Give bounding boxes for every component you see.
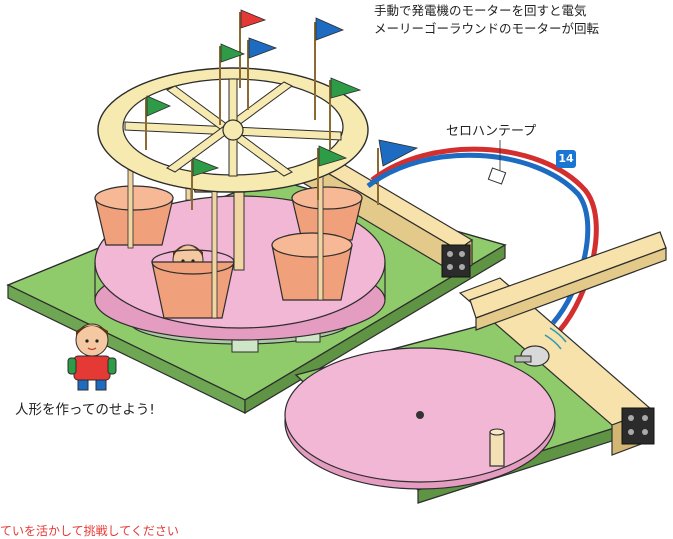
instruction-line-2: メーリーゴーラウンドのモーターが回転 (374, 21, 600, 36)
flags (145, 9, 419, 210)
right-connector-block-icon (621, 407, 655, 445)
footer-note: ていを活かして挑戦してください (0, 524, 179, 538)
flag-icon (314, 17, 345, 120)
flag-icon (329, 77, 362, 150)
hand-crank-disc (284, 347, 556, 490)
cup-right (271, 232, 353, 301)
cup-back-right (291, 186, 363, 241)
flag-icon (247, 37, 278, 110)
tape-piece (487, 167, 507, 185)
instruction-line-1: 手動で発電機のモーターを回すと電気 (374, 3, 587, 18)
cup-left (94, 185, 174, 246)
flag-icon (191, 157, 220, 210)
top-wheel (97, 67, 369, 193)
doll-icon (67, 323, 117, 391)
flag-icon (145, 95, 172, 150)
tape-label: セロハンテープ (446, 124, 537, 139)
left-connector-block-icon (441, 244, 471, 278)
flag-icon (239, 9, 267, 88)
flag-icon (317, 145, 348, 200)
crank-handle (489, 431, 505, 467)
cross-wood-beam (469, 231, 667, 331)
generator-motor (514, 327, 567, 367)
flag-icon (219, 43, 246, 125)
instruction-note: 手動で発電機のモーターを回すと電気 メーリーゴーラウンドのモーターが回転 (374, 2, 599, 38)
doll-caption: 人形を作ってのせよう! (15, 402, 155, 418)
cable-number-badge: 14 (556, 150, 576, 168)
